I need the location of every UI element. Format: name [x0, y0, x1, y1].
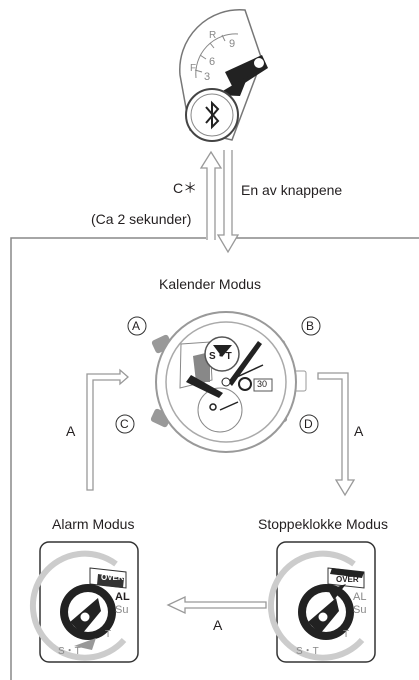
stopwatch-su-label: Su [353, 604, 367, 616]
bottom-arrow-label: A [213, 617, 223, 633]
bt-dial-f: F [190, 63, 197, 74]
c-button-duration: (Ca 2 sekunder) [91, 211, 192, 227]
bt-dial-3: 3 [204, 71, 211, 83]
bluetooth-watch-icon [179, 9, 268, 142]
alarm-over-label: OVER [101, 573, 124, 582]
button-a-letter: A [132, 319, 141, 333]
bt-dial-6: 6 [209, 56, 216, 68]
button-a-marker [127, 316, 147, 336]
button-c-letter: C [120, 417, 129, 431]
c-button-label: C＊ [173, 180, 198, 196]
alarm-su-label: Su [115, 604, 129, 616]
any-button-label: En av knappene [241, 182, 343, 198]
bluetooth-icon [205, 100, 220, 130]
alarm-dial [29, 541, 139, 663]
stopwatch-al-label: AL [353, 591, 367, 603]
alarm-t-label: T [105, 629, 112, 640]
stopwatch-mode-title: Stoppeklokke Modus [258, 516, 388, 532]
stopwatch-t-label: T [343, 629, 350, 640]
alarm-mode-title: Alarm Modus [52, 516, 135, 532]
arrow-alarm-to-calendar [86, 368, 129, 491]
button-d-letter: D [304, 417, 313, 431]
button-b-marker [301, 316, 321, 336]
arrow-up-c [199, 150, 223, 240]
bt-dial-9: 9 [229, 38, 236, 50]
arrow-calendar-to-stopwatch [317, 372, 356, 497]
left-arrow-label: A [66, 423, 76, 439]
stopwatch-dial [267, 541, 376, 663]
alarm-st-label: S・T [58, 646, 81, 657]
button-d-marker [299, 414, 319, 434]
calendar-date: 30 [257, 379, 268, 389]
button-b-letter: B [306, 319, 315, 333]
main-watch-illustration [150, 311, 307, 453]
arrow-stopwatch-to-alarm [166, 595, 267, 615]
arrow-down-any [216, 150, 240, 254]
stopwatch-over-label: OVER [336, 575, 359, 584]
right-arrow-label: A [354, 423, 364, 439]
alarm-al-label: AL [115, 591, 130, 603]
calendar-st-label: S・T [209, 351, 232, 362]
stopwatch-st-label: S・T [296, 646, 319, 657]
calendar-mode-title: Kalender Modus [159, 276, 261, 292]
bt-dial-r: R [209, 30, 217, 41]
button-c-marker [115, 414, 135, 434]
frame-line [10, 237, 419, 680]
